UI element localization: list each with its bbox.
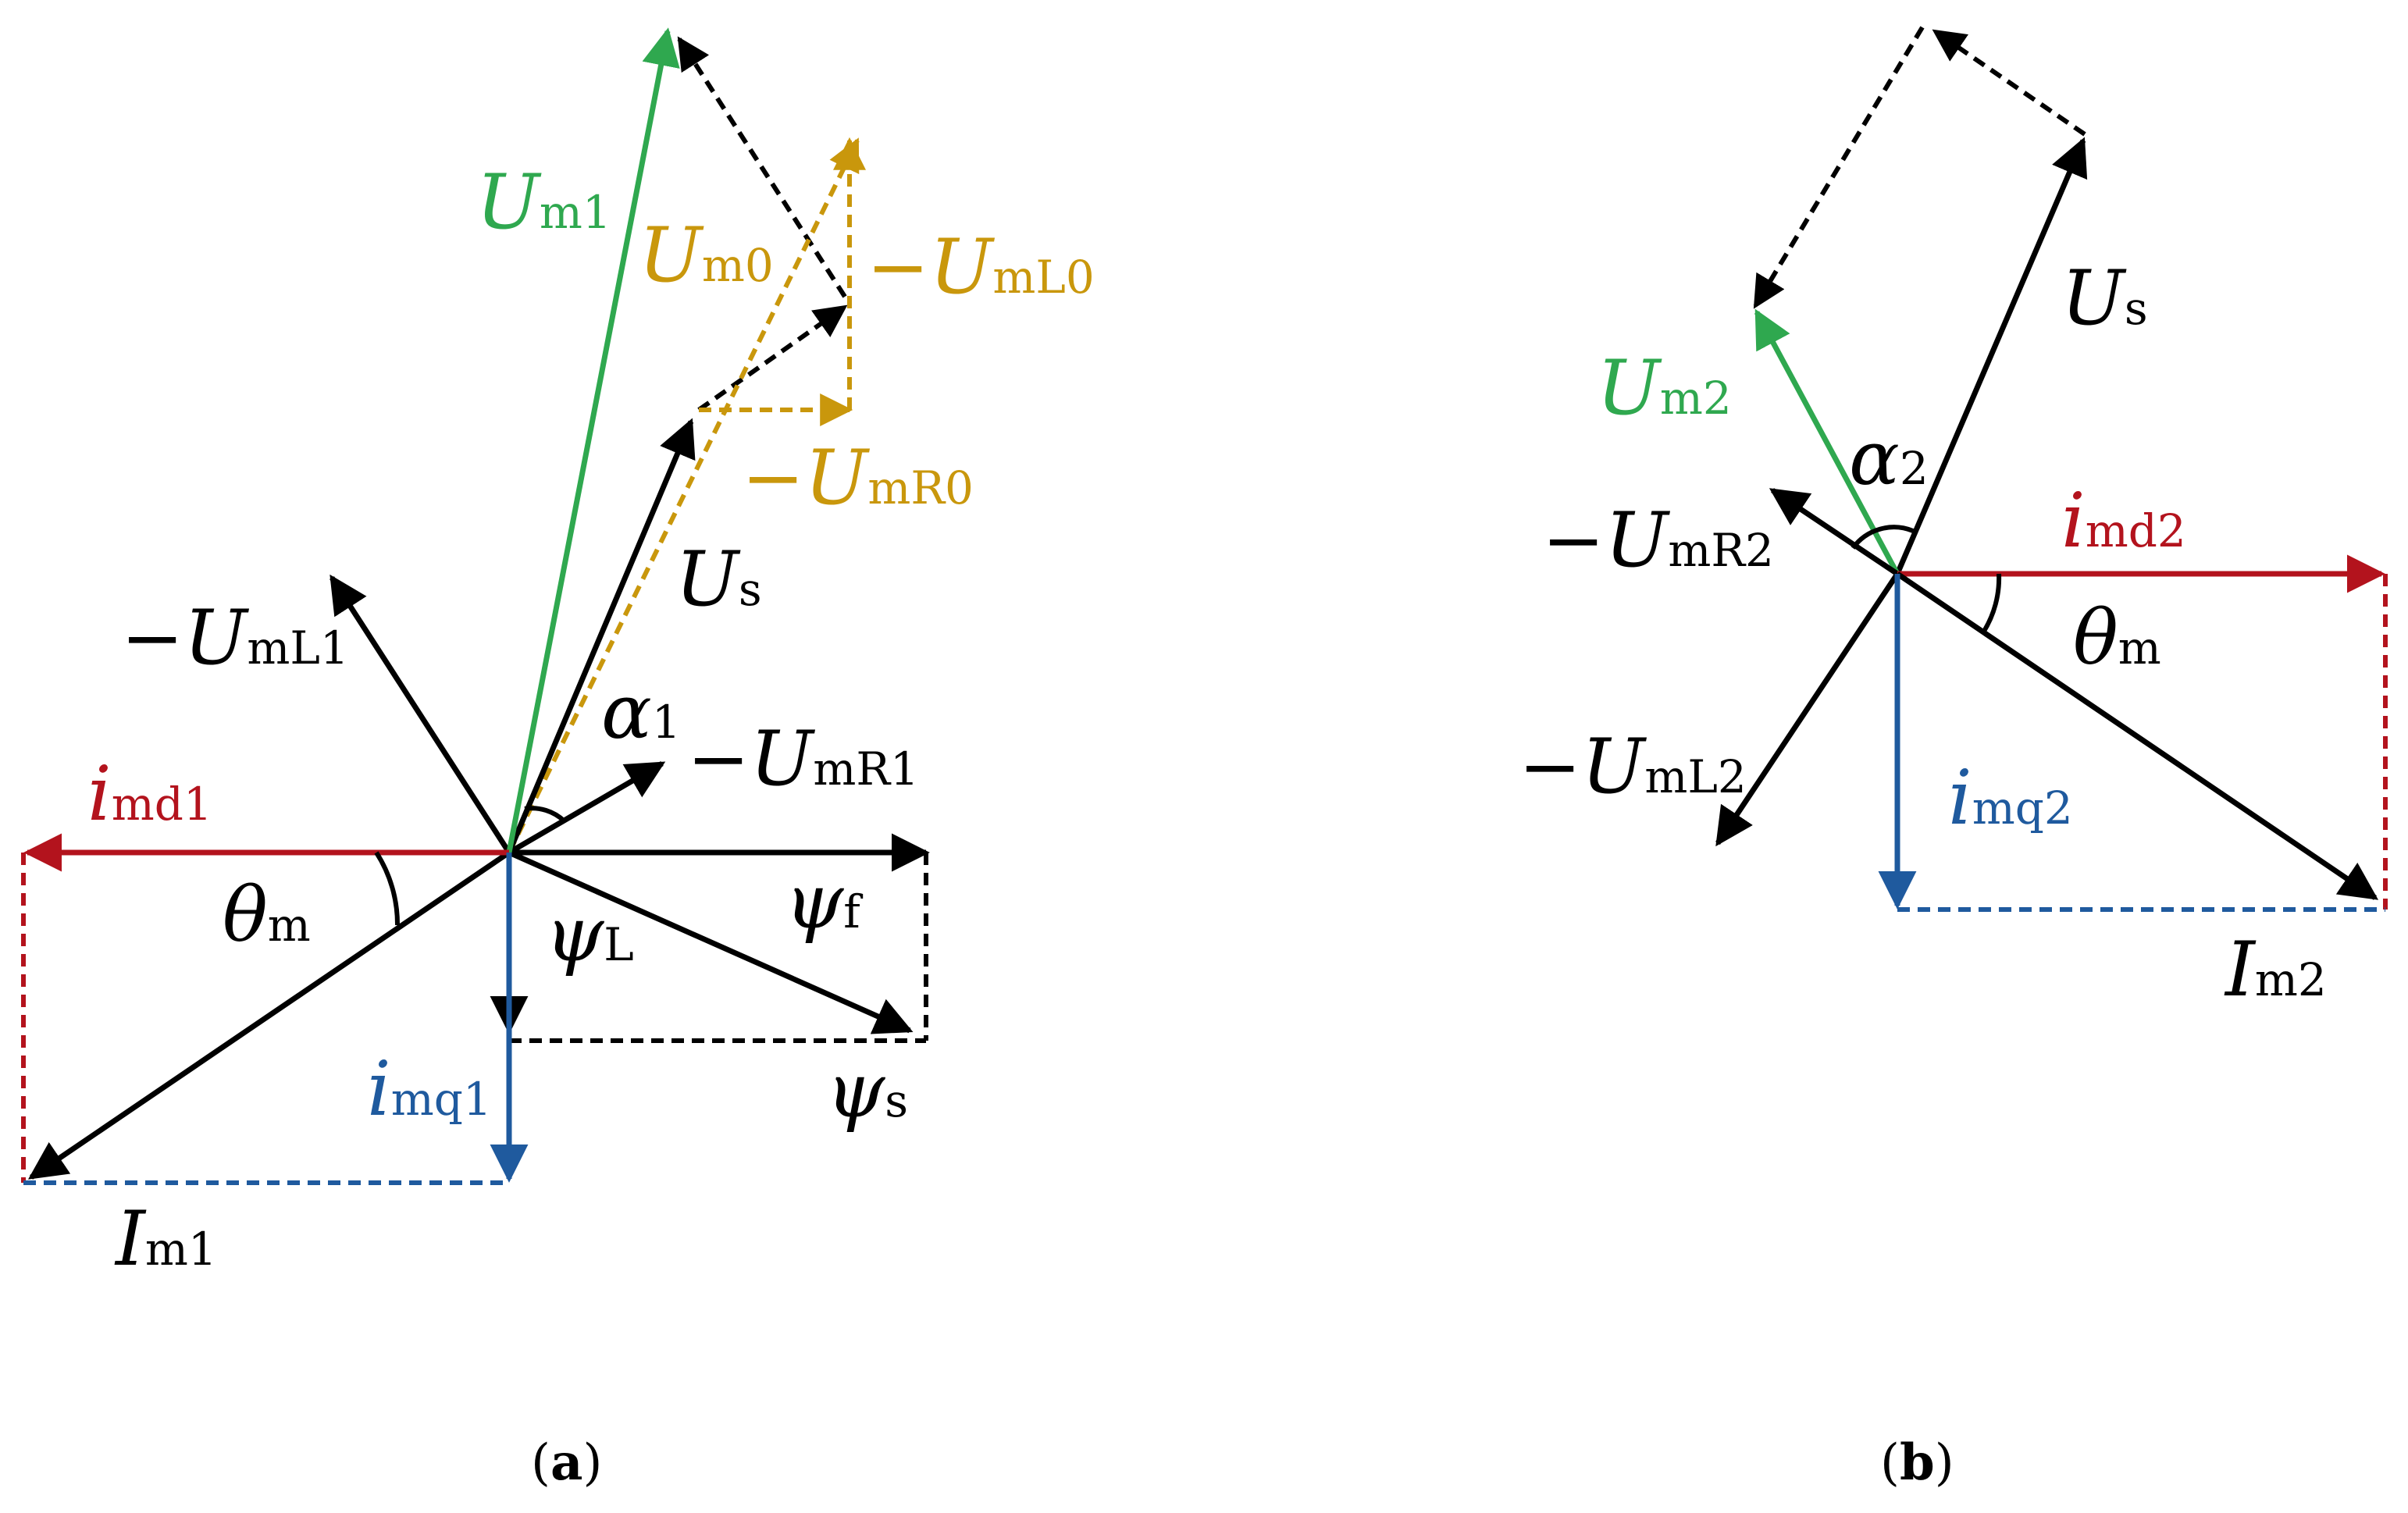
i-m1-vector xyxy=(27,850,511,1180)
u-m0-vector xyxy=(507,137,860,854)
panel-a: Um1 Um0 −UmL0 −UmR0 Us −UmL1 α1 −UmR1 im… xyxy=(21,27,1095,1492)
label-alpha-2: α2 xyxy=(1849,415,1929,502)
label-neg-u-ml2: −UmL2 xyxy=(1519,723,1747,810)
label-neg-u-mr1: −UmR1 xyxy=(687,715,919,803)
label-i-md1: imd1 xyxy=(87,750,212,838)
neg-u-ml1-vector xyxy=(329,574,511,854)
label-i-mq1: imq1 xyxy=(367,1045,492,1133)
label-psi-l: ψL xyxy=(545,891,634,978)
label-neg-u-ml0: −UmL0 xyxy=(867,223,1095,311)
label-u-m1: Um1 xyxy=(476,158,611,246)
label-u-m2: Um2 xyxy=(1597,344,1732,432)
label-psi-f: ψf xyxy=(785,858,863,945)
alpha-2-arc xyxy=(1851,525,1915,550)
label-theta-m-a: θm xyxy=(223,871,311,959)
caption-b: (b) xyxy=(1880,1433,1954,1492)
psi-s-vector xyxy=(508,849,914,1034)
neg-u-mr1-vector xyxy=(508,760,666,856)
neg-u-ml-dashed-vector xyxy=(697,304,848,412)
label-neg-u-mr2: −UmR2 xyxy=(1542,497,1774,584)
panel-b: Us Um2 α2 −UmR2 imd2 θm −UmL2 imq2 Im2 (… xyxy=(1519,26,2388,1492)
label-u-s-a: Us xyxy=(675,536,762,623)
label-alpha-1: α1 xyxy=(601,668,681,756)
label-i-m1: Im1 xyxy=(114,1195,217,1283)
label-theta-m-b: θm xyxy=(2073,594,2161,682)
label-u-m0: Um0 xyxy=(639,212,774,299)
label-psi-s: ψs xyxy=(826,1047,908,1134)
theta-m-arc-b xyxy=(1981,573,2002,634)
neg-u-ml-dashed-return xyxy=(677,36,847,298)
label-i-mq2: imq2 xyxy=(1948,754,2073,842)
label-i-md2: imd2 xyxy=(2061,477,2186,564)
i-m2-vector xyxy=(1896,571,2379,900)
u-s-vector-b xyxy=(1894,137,2088,575)
theta-m-arc-a xyxy=(374,851,401,926)
neg-u-ml2-dashed-vector xyxy=(1932,29,2086,137)
label-i-m2: Im2 xyxy=(2224,926,2327,1013)
caption-a: (a) xyxy=(531,1433,602,1492)
alpha-1-arc xyxy=(524,806,567,824)
label-neg-u-mr0: −UmR0 xyxy=(742,434,974,522)
label-u-s-b: Us xyxy=(2061,255,2148,342)
u-m1-vector xyxy=(506,27,680,853)
neg-u-mr2-dashed-vector xyxy=(1753,26,1925,309)
u-s-vector xyxy=(506,418,696,854)
neg-u-mr2-vector xyxy=(1769,488,1899,576)
label-neg-u-ml1: −UmL1 xyxy=(121,594,349,682)
neg-u-ml2-vector xyxy=(1715,572,1900,847)
